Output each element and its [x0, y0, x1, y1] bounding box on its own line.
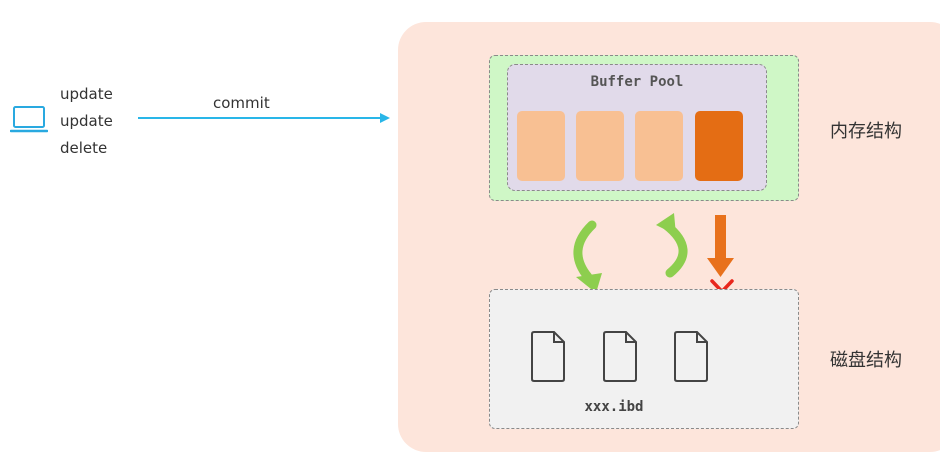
buffer-page-clean [576, 111, 624, 181]
file-icon [531, 331, 565, 382]
disk-structure-label: 磁盘结构 [830, 350, 902, 371]
file-icon [603, 331, 637, 382]
operation-list: update update delete [60, 81, 150, 162]
buffer-page-clean [635, 111, 683, 181]
orange-down-arrow-icon [707, 215, 734, 277]
commit-arrow [138, 113, 390, 123]
operation-item: delete [60, 139, 108, 157]
sync-arrows [573, 213, 734, 304]
file-name: xxx.ibd [584, 399, 644, 415]
commit-label: commit [213, 94, 270, 112]
buffer-pool-title: Buffer Pool [590, 74, 684, 90]
buffer-page-clean [517, 111, 565, 181]
operation-item: update [60, 112, 113, 130]
buffer-page-dirty [695, 111, 743, 181]
disk-structure-box [489, 289, 799, 429]
laptop-icon [10, 106, 48, 133]
file-icon [674, 331, 708, 382]
green-curved-arrow-icon [656, 213, 688, 278]
operation-item: update [60, 85, 113, 103]
green-curved-arrow-icon [573, 220, 602, 293]
memory-structure-label: 内存结构 [830, 121, 902, 142]
